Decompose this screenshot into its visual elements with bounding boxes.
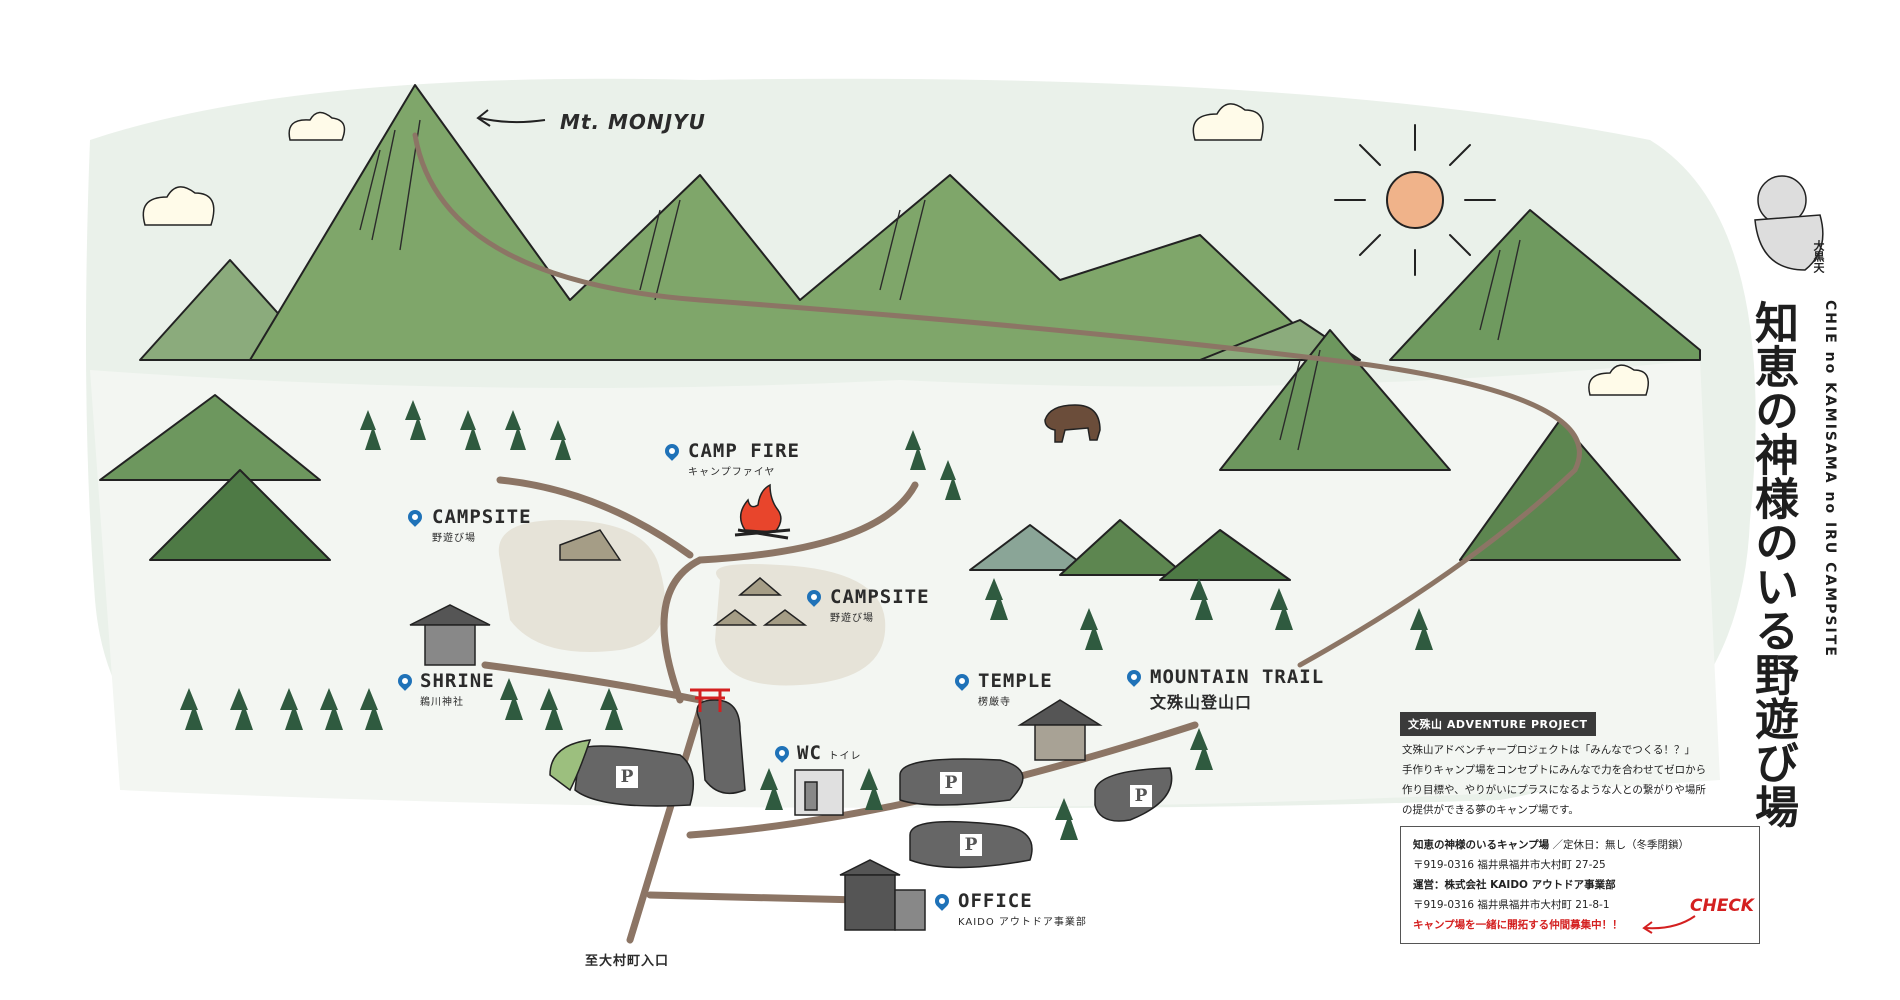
recruit-text[interactable]: キャンプ場を一緒に開拓する仲間募集中！！ <box>1413 919 1623 931</box>
place-en: SHRINE <box>420 670 495 692</box>
deity-icon <box>1754 175 1824 271</box>
torii-gate-icon <box>690 688 730 712</box>
office-building-icon <box>839 859 926 931</box>
title-jp: 知恵の神様のいる野遊び場 <box>1747 300 1798 828</box>
campfire-icon <box>734 483 791 540</box>
project-line: 文殊山アドベンチャープロジェクトは「みんなでつくる！？」 <box>1402 744 1696 756</box>
place-label-temple[interactable]: TEMPLE 楞厳寺 <box>978 670 1053 708</box>
project-description: 文殊山アドベンチャープロジェクトは「みんなでつくる！？」 手作りキャンプ場をコン… <box>1402 740 1782 820</box>
camp-name: 知恵の神様のいるキャンプ場 <box>1413 839 1550 851</box>
check-label: CHECK <box>1690 896 1754 916</box>
place-jp: 野遊び場 <box>432 533 476 544</box>
place-jp: トイレ <box>828 751 862 762</box>
place-label-campfire[interactable]: CAMP FIRE キャンプファイヤ <box>688 440 800 478</box>
place-label-campsite-2[interactable]: CAMPSITE 野遊び場 <box>830 586 930 624</box>
project-line: 手作りキャンプ場をコンセプトにみんなで力を合わせてゼロから <box>1402 764 1707 776</box>
sun-icon <box>1334 124 1496 276</box>
place-jp: 楞厳寺 <box>978 697 1011 708</box>
place-en: WC <box>797 742 822 764</box>
project-tag: 文殊山 ADVENTURE PROJECT <box>1400 712 1596 736</box>
peak-arrow <box>479 117 546 124</box>
check-arrow-icon <box>1642 915 1696 934</box>
place-label-campsite-1[interactable]: CAMPSITE 野遊び場 <box>432 506 532 544</box>
camp-address: 〒919-0316 福井県福井市大村町 27-25 <box>1413 859 1606 871</box>
entrance-label: 至大村町入口 <box>585 954 670 969</box>
place-en: MOUNTAIN TRAIL <box>1150 666 1325 688</box>
grass-patch <box>549 739 592 792</box>
parking-sign: P <box>1130 785 1152 807</box>
place-jp: 野遊び場 <box>830 613 874 624</box>
place-en: CAMP FIRE <box>688 440 800 462</box>
place-en: TEMPLE <box>978 670 1053 692</box>
deity-seal: 大黒天 <box>1812 240 1825 273</box>
peak-label: Mt. MONJYU <box>560 110 706 134</box>
wc-building-icon <box>794 769 844 816</box>
place-en: CAMPSITE <box>830 586 930 608</box>
mountain-hatching <box>359 119 1521 451</box>
place-jp: 鵜川神社 <box>420 697 464 708</box>
pine-trees <box>180 400 1433 840</box>
bear-icon <box>1044 404 1101 443</box>
place-label-office[interactable]: OFFICE KAIDO アウトドア事業部 <box>958 890 1087 928</box>
place-jp: 文殊山登山口 <box>1150 693 1253 712</box>
shrine-building-icon <box>409 604 491 666</box>
place-label-mountain-trail[interactable]: MOUNTAIN TRAIL 文殊山登山口 <box>1150 666 1324 713</box>
place-label-shrine[interactable]: SHRINE 鵜川神社 <box>420 670 495 708</box>
summit-trail <box>412 132 1582 668</box>
cloud-icon <box>142 103 1649 396</box>
parking-sign: P <box>940 772 962 794</box>
place-en: CAMPSITE <box>432 506 532 528</box>
campsite-clearing-1 <box>498 520 665 652</box>
temple-building-icon <box>1017 699 1103 761</box>
operator: 運営：株式会社 KAIDO アウトドア事業部 <box>1413 879 1616 891</box>
place-jp: キャンプファイヤ <box>688 467 776 478</box>
parking-sign: P <box>616 766 638 788</box>
parking-sign: P <box>960 834 982 856</box>
place-jp: KAIDO アウトドア事業部 <box>958 917 1087 928</box>
place-label-wc[interactable]: WC トイレ <box>797 742 861 764</box>
info-box: 知恵の神様のいるキャンプ場 ／定休日：無し（冬季閉鎖） 〒919-0316 福井… <box>1400 826 1760 944</box>
project-line: 作り目標や、やりがいにプラスになるような人との繋がりや場所 <box>1402 784 1706 796</box>
tent-icons <box>559 529 808 626</box>
meadow-area <box>90 360 1720 808</box>
place-en: OFFICE <box>958 890 1033 912</box>
title-en: CHIE no KAMISAMA no IRU CAMPSITE <box>1822 300 1838 658</box>
project-line: の提供ができる夢のキャンプ場です。 <box>1402 804 1579 816</box>
holiday: ／定休日：無し（冬季閉鎖） <box>1552 839 1690 851</box>
operator-address: 〒919-0316 福井県福井市大村町 21-8-1 <box>1413 899 1610 911</box>
